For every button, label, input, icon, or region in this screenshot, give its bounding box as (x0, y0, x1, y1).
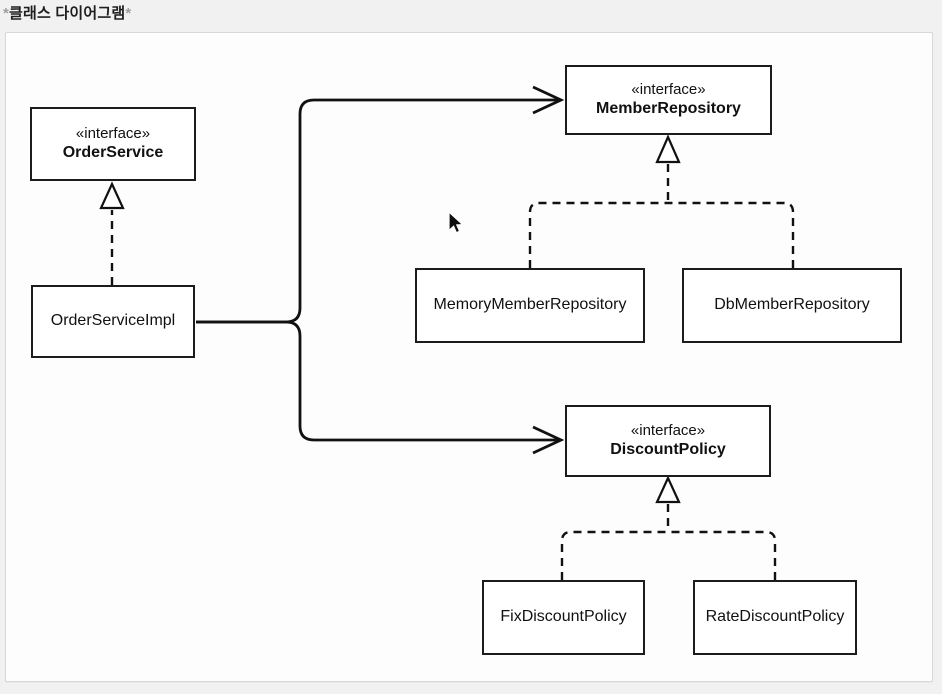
class-name: OrderServiceImpl (50, 312, 176, 330)
class-name: DiscountPolicy (610, 441, 726, 459)
node-rate-discount-policy: RateDiscountPolicy (693, 580, 857, 655)
node-fix-discount-policy: FixDiscountPolicy (482, 580, 645, 655)
page-title: *클래스 다이어그램* (3, 2, 131, 23)
node-memory-member-repository: MemoryMemberRepository (415, 268, 645, 343)
title-marker-right: * (125, 5, 132, 22)
class-name: MemoryMemberRepository (433, 296, 627, 314)
stereotype-label: «interface» (75, 124, 151, 142)
class-name: DbMemberRepository (714, 296, 870, 314)
node-db-member-repository: DbMemberRepository (682, 268, 902, 343)
node-order-service: «interface» OrderService (30, 107, 196, 181)
title-marker-left: * (3, 5, 10, 22)
class-name: OrderService (62, 144, 164, 162)
class-name: RateDiscountPolicy (705, 608, 845, 626)
node-discount-policy: «interface» DiscountPolicy (565, 405, 771, 477)
class-name: MemberRepository (596, 100, 741, 118)
node-member-repository: «interface» MemberRepository (565, 65, 772, 135)
node-order-service-impl: OrderServiceImpl (31, 285, 195, 358)
stereotype-label: «interface» (631, 80, 706, 98)
stereotype-label: «interface» (630, 421, 706, 439)
class-name: FixDiscountPolicy (500, 608, 627, 626)
title-text: 클래스 다이어그램 (9, 5, 126, 22)
